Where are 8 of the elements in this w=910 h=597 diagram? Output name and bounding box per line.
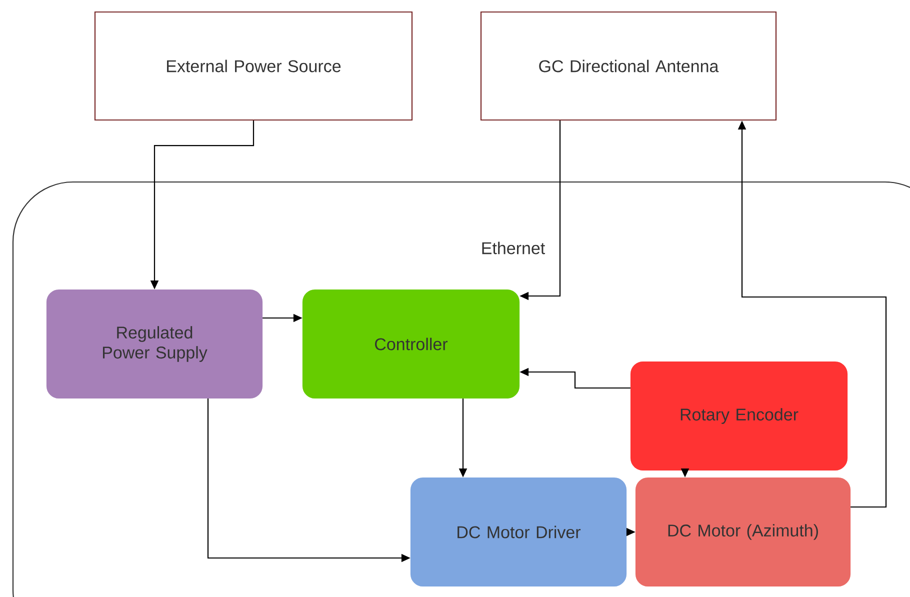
block-box: DC Motor (Azimuth)	[635, 477, 851, 587]
block-box: Controller	[302, 289, 520, 399]
block-box: Rotary Encoder	[630, 361, 848, 471]
edge-label: Ethernet	[480, 240, 546, 256]
system-box: External Power Source	[94, 11, 413, 121]
block-box: DC Motor Driver	[410, 477, 627, 587]
system-box: GC Directional Antenna	[480, 11, 777, 121]
block-box: Regulated Power Supply	[46, 289, 263, 399]
